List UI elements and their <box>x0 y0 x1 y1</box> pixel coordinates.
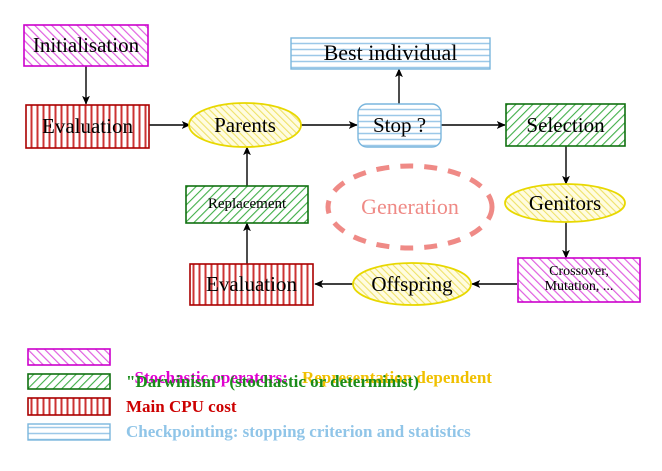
node-generation-cycle <box>325 163 495 251</box>
node-parents[interactable] <box>188 102 302 148</box>
node-selection[interactable] <box>505 103 626 147</box>
edges-layer <box>82 66 570 288</box>
legend-label-main-cpu-cost: Main CPU cost <box>126 397 237 416</box>
node-crossover-mutation[interactable] <box>517 257 641 303</box>
node-replacement[interactable] <box>185 185 309 224</box>
node-evaluation-top[interactable] <box>25 104 150 149</box>
legend-swatch-stochastic-operators <box>27 348 111 366</box>
legend-label-darwinism: "Darwinism" (stochastic or determinist) <box>126 372 419 391</box>
node-offspring[interactable] <box>352 262 472 306</box>
legend-swatch-main-cpu-cost <box>27 397 111 416</box>
node-initialisation[interactable] <box>23 24 149 67</box>
legend-label-checkpointing: Checkpointing: stopping criterion and st… <box>126 422 471 441</box>
node-best-individual[interactable] <box>290 37 491 70</box>
node-genitors[interactable] <box>504 183 626 223</box>
legend-swatch-darwinism <box>27 373 111 390</box>
legend-label-representation-dependent: Representation dependent <box>301 368 492 387</box>
legend-row-stochastic-operators: Stochastic operators: Representation depe… <box>126 348 492 388</box>
node-stop[interactable] <box>357 103 442 148</box>
legend-label-stochastic-operators: Stochastic operators: <box>134 368 288 387</box>
legend-swatch-checkpointing <box>27 423 111 441</box>
node-evaluation-bottom[interactable] <box>189 263 314 306</box>
